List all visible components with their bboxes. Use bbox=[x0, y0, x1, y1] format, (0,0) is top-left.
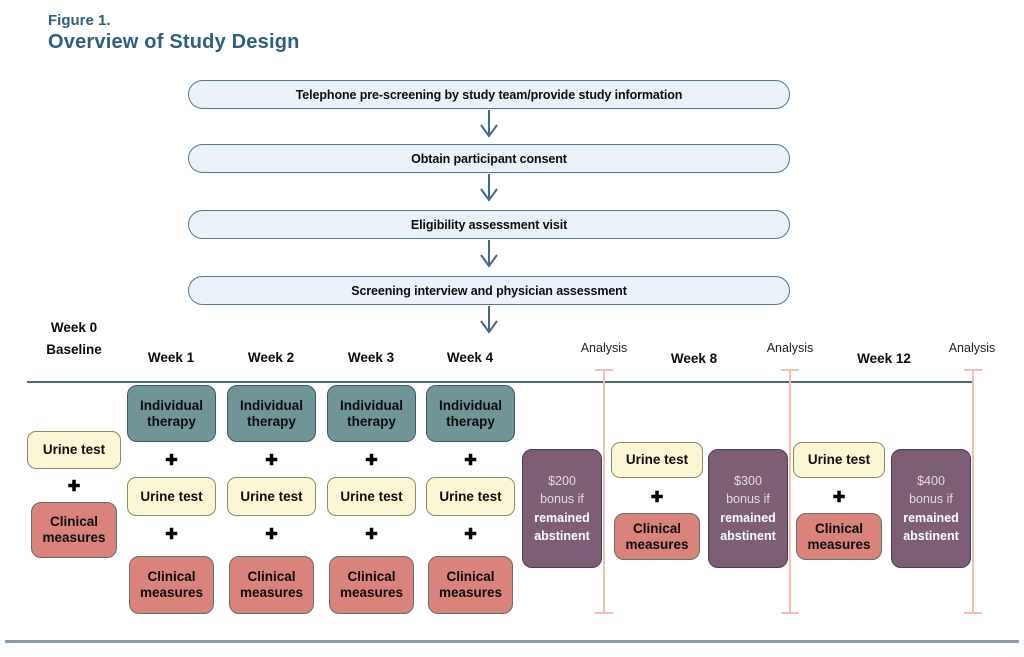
plus-icon: ✚ bbox=[67, 478, 81, 495]
individual-therapy-box: Individual therapy bbox=[426, 385, 515, 442]
plus-icon: ✚ bbox=[265, 452, 278, 469]
week1-column: Individual therapy ✚ Urine test ✚ Clinic… bbox=[127, 0, 216, 657]
plus-icon: ✚ bbox=[464, 526, 477, 543]
bonus-amount: $200 bbox=[548, 473, 576, 488]
clinical-measures-box: Clinical measures bbox=[31, 502, 117, 558]
week0-label-line2: Baseline bbox=[46, 342, 102, 357]
down-arrow-icon bbox=[478, 306, 500, 337]
individual-therapy-box: Individual therapy bbox=[127, 385, 216, 442]
analysis-label: Analysis bbox=[948, 341, 996, 355]
plus-icon: ✚ bbox=[165, 452, 178, 469]
plus-icon: ✚ bbox=[165, 526, 178, 543]
week3-label: Week 3 bbox=[347, 350, 395, 365]
week8-label: Week 8 bbox=[670, 351, 718, 366]
urine-test-box: Urine test bbox=[793, 442, 885, 478]
bottom-rule bbox=[5, 640, 1019, 643]
analysis-marker-line bbox=[964, 369, 982, 614]
bonus-amount: $400 bbox=[917, 473, 945, 488]
week4-label: Week 4 bbox=[446, 350, 494, 365]
bonus-condition: bonus if bbox=[726, 492, 770, 506]
week1-label: Week 1 bbox=[147, 350, 195, 365]
bonus-condition: bonus if bbox=[909, 492, 953, 506]
clinical-measures-box: Clinical measures bbox=[796, 513, 882, 560]
flow-step-screening: Screening interview and physician assess… bbox=[188, 276, 790, 305]
individual-therapy-box: Individual therapy bbox=[227, 385, 316, 442]
urine-test-box: Urine test bbox=[27, 431, 121, 469]
analysis-label: Analysis bbox=[580, 341, 628, 355]
bonus-box-400: $400 bonus if remained abstinent bbox=[891, 449, 971, 568]
down-arrow-icon bbox=[478, 240, 500, 271]
down-arrow-icon bbox=[478, 174, 500, 205]
clinical-measures-box: Clinical measures bbox=[129, 556, 214, 614]
urine-test-box: Urine test bbox=[327, 477, 416, 516]
week3-column: Individual therapy ✚ Urine test ✚ Clinic… bbox=[327, 0, 416, 657]
clinical-measures-box: Clinical measures bbox=[229, 556, 314, 614]
individual-therapy-box: Individual therapy bbox=[327, 385, 416, 442]
flow-step-consent: Obtain participant consent bbox=[188, 144, 790, 173]
plus-icon: ✚ bbox=[265, 526, 278, 543]
clinical-measures-box: Clinical measures bbox=[614, 513, 700, 560]
down-arrow-icon bbox=[478, 110, 500, 141]
analysis-marker-line bbox=[595, 369, 613, 614]
bonus-box-200: $200 bonus if remained abstinent bbox=[522, 449, 602, 568]
plus-icon: ✚ bbox=[365, 452, 378, 469]
figure-label: Figure 1. bbox=[48, 12, 111, 29]
plus-icon: ✚ bbox=[464, 452, 477, 469]
clinical-measures-box: Clinical measures bbox=[428, 556, 513, 614]
bonus-box-300: $300 bonus if remained abstinent bbox=[708, 449, 788, 568]
bonus-condition: bonus if bbox=[540, 492, 584, 506]
flow-step-eligibility: Eligibility assessment visit bbox=[188, 210, 790, 239]
week0-label-line1: Week 0 bbox=[50, 320, 98, 335]
urine-test-box: Urine test bbox=[127, 477, 216, 516]
plus-icon: ✚ bbox=[365, 526, 378, 543]
analysis-label: Analysis bbox=[766, 341, 814, 355]
analysis-marker-line bbox=[781, 369, 799, 614]
clinical-measures-box: Clinical measures bbox=[329, 556, 414, 614]
flow-step-prescreening: Telephone pre-screening by study team/pr… bbox=[188, 80, 790, 109]
bonus-amount: $300 bbox=[734, 473, 762, 488]
week12-label: Week 12 bbox=[857, 351, 911, 366]
bonus-emphasis: remained abstinent bbox=[903, 510, 959, 544]
bonus-emphasis: remained abstinent bbox=[720, 510, 776, 544]
figure-title: Overview of Study Design bbox=[48, 31, 300, 53]
week2-column: Individual therapy ✚ Urine test ✚ Clinic… bbox=[227, 0, 316, 657]
timeline-rail bbox=[27, 381, 974, 383]
plus-icon: ✚ bbox=[650, 489, 664, 506]
week4-column: Individual therapy ✚ Urine test ✚ Clinic… bbox=[426, 0, 515, 657]
week2-label: Week 2 bbox=[247, 350, 295, 365]
urine-test-box: Urine test bbox=[227, 477, 316, 516]
urine-test-box: Urine test bbox=[426, 477, 515, 516]
bonus-emphasis: remained abstinent bbox=[534, 510, 590, 544]
urine-test-box: Urine test bbox=[611, 442, 703, 478]
plus-icon: ✚ bbox=[832, 489, 846, 506]
